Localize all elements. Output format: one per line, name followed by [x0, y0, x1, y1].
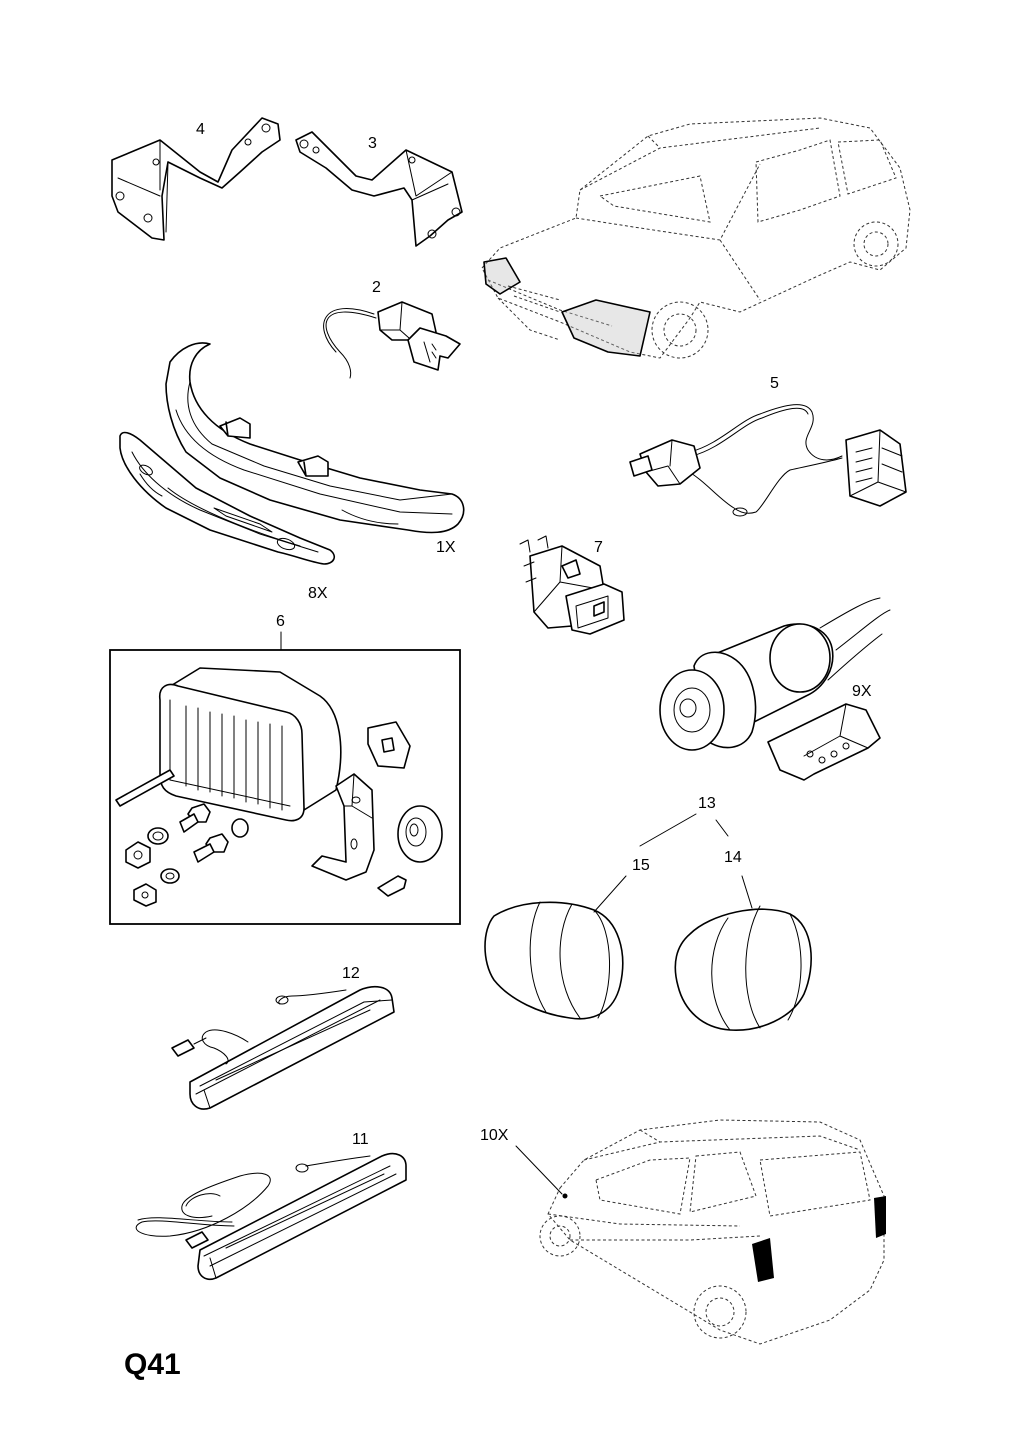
callout-3: 3: [368, 135, 377, 152]
callout-15: 15: [632, 857, 650, 874]
light-bar-lower-part: [135, 1152, 407, 1281]
callout-11: 11: [352, 1131, 369, 1148]
callout-labels: 4 3 2 5 1X 7 8X 6 9X 13 14 15 12 10X 11 …: [124, 121, 872, 1381]
wiring-harness-part: [629, 404, 907, 517]
callout-12: 12: [342, 965, 360, 982]
callout-7: 7: [594, 539, 603, 556]
fog-light-switch-part: [519, 535, 625, 635]
callout-5: 5: [770, 375, 779, 392]
bracket-right-part: [295, 131, 463, 247]
front-car-illustration: [481, 117, 911, 359]
light-bar-upper-part: [171, 985, 395, 1110]
diagram-code: Q41: [124, 1348, 181, 1381]
leader-lines: [515, 813, 753, 1195]
lamp-cover-right-part: [674, 905, 812, 1031]
front-bumper-part: [165, 342, 465, 534]
lamp-cover-left-part: [484, 901, 624, 1020]
callout-6: 6: [276, 613, 285, 630]
callout-14: 14: [724, 849, 742, 866]
bracket-left-part: [111, 117, 281, 241]
callout-8x: 8X: [308, 585, 328, 602]
callout-10x: 10X: [480, 1127, 509, 1144]
fog-lamp-kit-part: [109, 631, 461, 925]
callout-2: 2: [372, 279, 381, 296]
round-fog-lamp-part: [659, 597, 891, 781]
callout-4: 4: [196, 121, 205, 138]
wiring-connector-part: [323, 301, 461, 379]
rear-car-illustration: [539, 1119, 886, 1345]
callout-9x: 9X: [852, 683, 872, 700]
callout-1x: 1X: [436, 539, 456, 556]
callout-13: 13: [698, 795, 716, 812]
lower-spoiler-part: [119, 431, 336, 565]
